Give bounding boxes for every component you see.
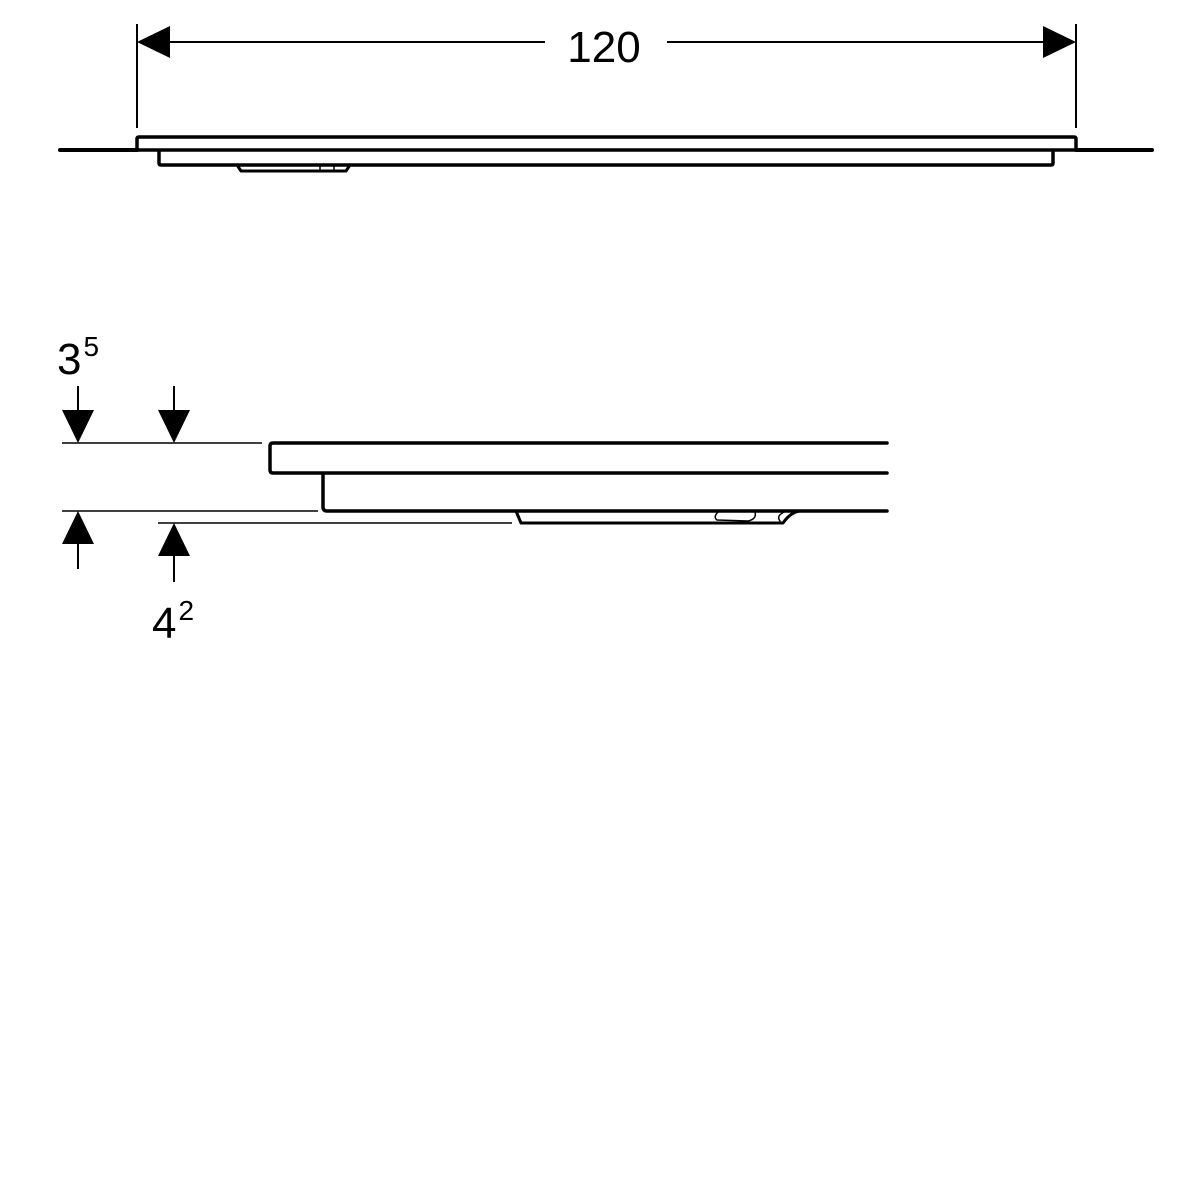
tray-top-plate bbox=[135, 135, 1078, 152]
tray-body-section bbox=[321, 472, 889, 513]
arrowhead-down-1 bbox=[62, 410, 94, 443]
arrowhead-up-2 bbox=[158, 523, 190, 556]
height-dimension-2-label: 42 bbox=[152, 595, 194, 648]
tray-side-section bbox=[268, 441, 889, 525]
tray-drain-housing bbox=[235, 163, 352, 173]
arrowhead-right bbox=[1043, 26, 1076, 58]
arrowhead-up-1 bbox=[62, 511, 94, 544]
width-dimension bbox=[136, 24, 1077, 128]
tray-lower-body bbox=[157, 149, 1055, 167]
height-dimension-1-label: 35 bbox=[57, 331, 99, 384]
height-dimension-2-superscript: 2 bbox=[178, 595, 194, 626]
arrowhead-down-2 bbox=[158, 410, 190, 443]
height-dimension-1-base: 3 bbox=[57, 335, 81, 384]
height-reference-lines bbox=[62, 442, 512, 524]
width-dimension-value: 120 bbox=[567, 23, 640, 72]
drain-outlet-detail bbox=[714, 511, 757, 522]
height-dimension-2-base: 4 bbox=[152, 599, 176, 648]
tray-drain-section bbox=[514, 509, 801, 525]
drain-trap-detail bbox=[777, 511, 785, 522]
tray-front-view bbox=[58, 135, 1154, 173]
tray-top-plate-section bbox=[268, 441, 889, 475]
arrowhead-left bbox=[137, 26, 170, 58]
height-dimension-2-arrows bbox=[158, 386, 190, 582]
height-dimension-1-superscript: 5 bbox=[83, 331, 99, 362]
height-dimension-1-arrows bbox=[62, 386, 94, 569]
